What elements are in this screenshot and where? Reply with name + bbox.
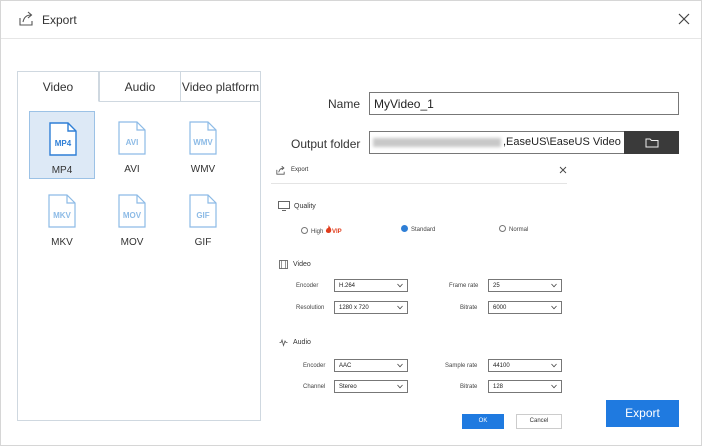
chevron-down-icon [551,283,557,288]
format-label: GIF [170,237,236,248]
quality-standard-option[interactable]: Standard [401,225,435,233]
output-folder-label: Output folder [291,137,360,151]
video-icon [279,260,288,269]
format-avi[interactable]: AVI AVI [99,111,165,179]
format-panel: Video Audio Video platform MP4 MP4 AVI A… [17,71,261,421]
quality-normal-label: Normal [509,227,528,233]
format-label: MOV [99,237,165,248]
name-label: Name [328,97,360,111]
tab-video[interactable]: Video [18,72,99,102]
close-icon[interactable] [559,166,567,174]
video-encoder-value: H.264 [339,283,355,289]
format-mp4[interactable]: MP4 MP4 [29,111,95,179]
export-settings-dialog: Export Quality High VIP Standard Normal [269,157,569,435]
avi-file-icon: AVI [118,121,146,155]
window-title: Export [42,13,77,27]
quality-high-option[interactable]: High VIP [301,225,342,235]
chevron-down-icon [551,305,557,310]
sample-rate-value: 44100 [493,363,510,369]
title-bar: Export [1,1,701,39]
frame-rate-label: Frame rate [449,283,478,289]
mkv-file-icon: MKV [48,194,76,228]
format-mov[interactable]: MOV MOV [99,184,165,252]
mp4-file-icon: MP4 [49,122,77,156]
resolution-value: 1280 x 720 [339,305,369,311]
channel-select[interactable]: Stereo [334,380,408,393]
format-tabs: Video Audio Video platform [18,72,260,102]
tab-audio[interactable]: Audio [99,72,180,102]
ok-button[interactable]: OK [462,414,504,429]
output-folder-field[interactable]: ,EaseUS\EaseUS Video Ed [369,131,625,154]
export-icon [275,165,286,176]
chevron-down-icon [397,305,403,310]
sample-rate-select[interactable]: 44100 [488,359,562,372]
settings-title-bar: Export [271,160,567,184]
radio-icon [499,225,506,232]
chevron-down-icon [551,384,557,389]
gif-icon-text: GIF [196,211,209,220]
settings-title: Export [291,167,308,173]
resolution-label: Resolution [296,305,324,311]
channel-value: Stereo [339,384,357,390]
audio-encoder-select[interactable]: AAC [334,359,408,372]
frame-rate-select[interactable]: 25 [488,279,562,292]
chevron-down-icon [397,283,403,288]
browse-folder-button[interactable] [624,131,679,154]
close-icon[interactable] [675,10,693,28]
frame-rate-value: 25 [493,283,500,289]
format-label: MKV [29,237,95,248]
audio-encoder-label: Encoder [303,363,325,369]
video-bitrate-label: Bitrate [460,305,477,311]
audio-encoder-value: AAC [339,363,351,369]
video-bitrate-select[interactable]: 6000 [488,301,562,314]
channel-label: Channel [303,384,325,390]
quality-heading: Quality [294,203,316,210]
cancel-button[interactable]: Cancel [516,414,562,429]
mp4-icon-text: MP4 [55,139,72,148]
format-label: WMV [170,164,236,175]
chevron-down-icon [551,363,557,368]
wmv-file-icon: WMV [189,121,217,155]
wmv-icon-text: WMV [193,138,213,147]
mov-file-icon: MOV [118,194,146,228]
audio-bitrate-select[interactable]: 128 [488,380,562,393]
folder-icon [645,137,659,148]
format-label: MP4 [30,165,94,176]
format-label: AVI [99,164,165,175]
audio-heading: Audio [293,339,311,346]
audio-icon [279,338,288,347]
audio-bitrate-label: Bitrate [460,384,477,390]
chevron-down-icon [397,363,403,368]
mov-icon-text: MOV [123,211,142,220]
vip-badge: VIP [332,229,342,235]
radio-icon [301,227,308,234]
format-mkv[interactable]: MKV MKV [29,184,95,252]
export-button[interactable]: Export [606,400,679,427]
flame-icon [325,225,332,234]
quality-high-label: High [311,229,323,235]
sample-rate-label: Sample rate [445,363,477,369]
monitor-icon [278,201,290,211]
tab-video-platform[interactable]: Video platform [180,72,260,102]
avi-icon-text: AVI [126,138,139,147]
format-gif[interactable]: GIF GIF [170,184,236,252]
name-input[interactable] [369,92,679,115]
video-heading: Video [293,261,311,268]
video-encoder-select[interactable]: H.264 [334,279,408,292]
chevron-down-icon [397,384,403,389]
video-encoder-label: Encoder [296,283,318,289]
output-folder-value: ,EaseUS\EaseUS Video Ed [503,136,625,148]
resolution-select[interactable]: 1280 x 720 [334,301,408,314]
quality-normal-option[interactable]: Normal [499,225,528,233]
radio-checked-icon [401,225,408,232]
audio-bitrate-value: 128 [493,384,503,390]
blurred-path [373,138,501,147]
format-wmv[interactable]: WMV WMV [170,111,236,179]
gif-file-icon: GIF [189,194,217,228]
mkv-icon-text: MKV [53,211,71,220]
export-icon [17,10,35,28]
video-bitrate-value: 6000 [493,305,506,311]
quality-standard-label: Standard [411,227,435,233]
